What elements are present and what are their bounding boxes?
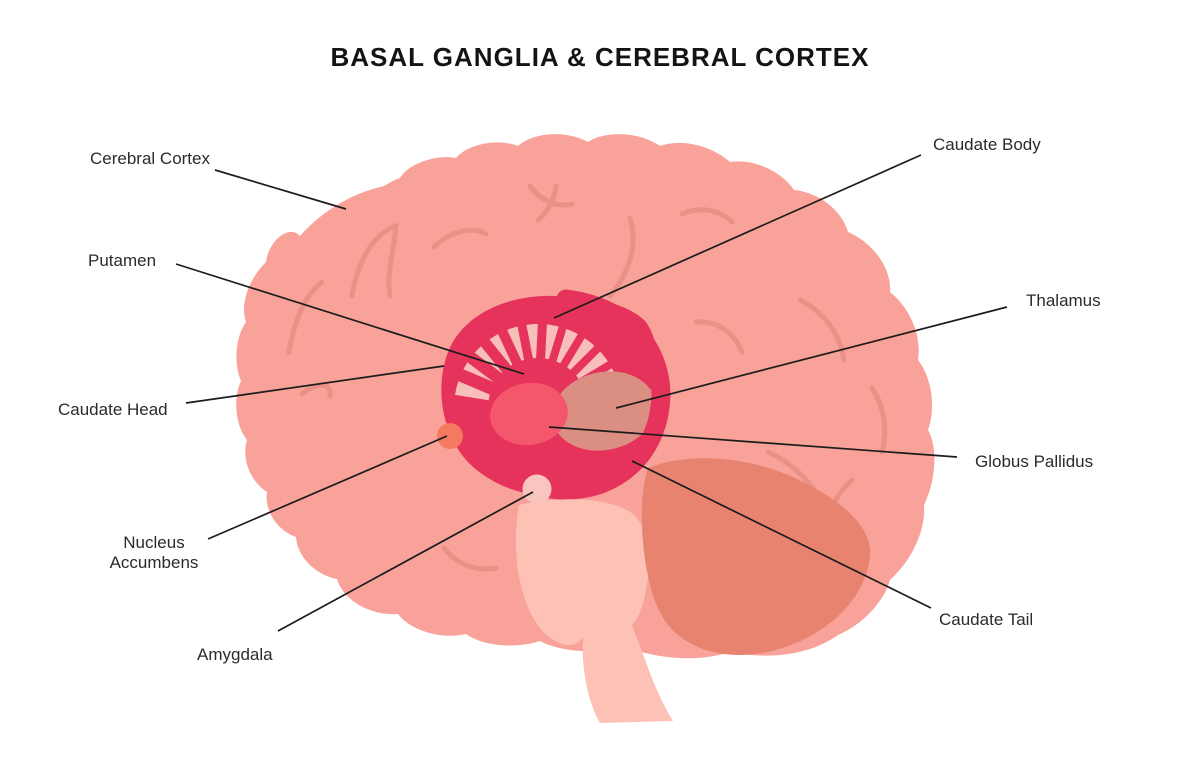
- cerebellum-shape: [641, 458, 871, 655]
- thalamus-shape: [552, 371, 656, 451]
- leader-cerebral-cortex: [214, 169, 347, 210]
- leader-putamen: [175, 263, 525, 375]
- label-globus-pallidus: Globus Pallidus: [975, 452, 1094, 471]
- label-caudate-body: Caudate Body: [933, 135, 1041, 154]
- leader-caudate-tail: [631, 460, 932, 609]
- label-cerebral-cortex: Cerebral Cortex: [90, 149, 210, 168]
- page-title: BASAL GANGLIA & CEREBRAL CORTEX: [330, 42, 870, 72]
- label-nucleus-accumbens-line2: Accumbens: [109, 553, 199, 572]
- leader-amygdala: [277, 491, 534, 632]
- label-nucleus-accumbens-line1: Nucleus: [123, 533, 185, 552]
- leader-lines: [175, 154, 1008, 632]
- label-thalamus: Thalamus: [1026, 291, 1101, 310]
- caudate-ring-tail: [541, 289, 671, 500]
- leader-nucleus-accumbens: [207, 435, 448, 540]
- leader-globus-pallidus: [548, 426, 958, 458]
- label-caudate-tail: Caudate Tail: [939, 610, 1034, 629]
- label-nucleus-accumbens: Nucleus Accumbens: [99, 533, 209, 573]
- globus-pallidus-shape: [490, 382, 568, 446]
- nucleus-accumbens-shape: [437, 423, 463, 449]
- leader-thalamus: [615, 306, 1008, 409]
- label-amygdala: Amygdala: [197, 645, 273, 664]
- brainstem-shape: [515, 499, 673, 723]
- label-putamen: Putamen: [88, 251, 157, 270]
- label-caudate-head: Caudate Head: [58, 400, 168, 419]
- leader-caudate-body: [553, 154, 922, 319]
- leader-caudate-head: [185, 365, 445, 404]
- amygdala-shape: [522, 474, 552, 504]
